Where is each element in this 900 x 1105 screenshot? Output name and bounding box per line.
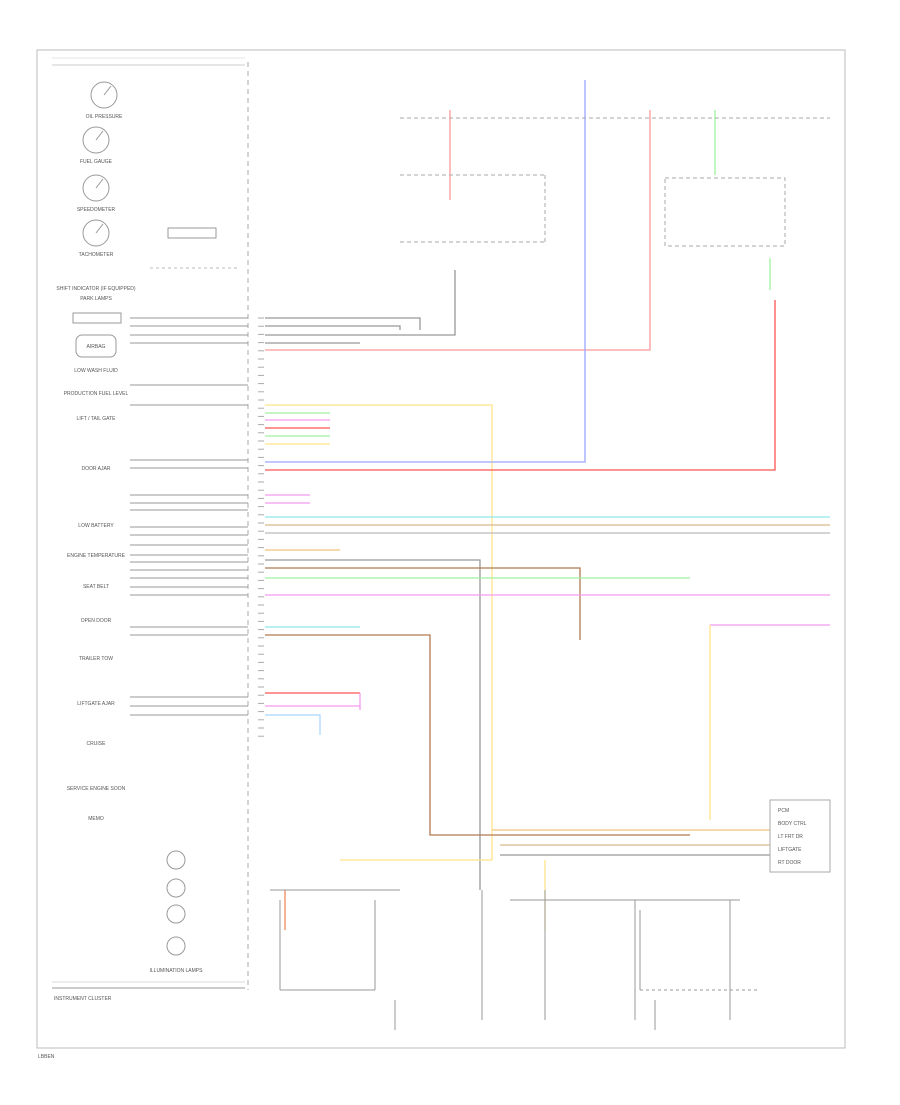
- outer-frame: [36, 49, 846, 1049]
- cluster-item-label: SEAT BELT: [83, 584, 109, 590]
- module-pin-label: LIFTGATE: [778, 847, 802, 853]
- gauge-label: FUEL GAUGE: [80, 159, 113, 165]
- right-module-box: [769, 799, 831, 873]
- gauge-label: SPEEDOMETER: [77, 207, 116, 213]
- module-pin-label: RT DOOR: [778, 860, 801, 866]
- gauge-fuel: FUEL GAUGE: [80, 126, 113, 165]
- gauge-speedometer: SPEEDOMETER: [77, 174, 116, 213]
- wire-pink-top: [265, 110, 651, 351]
- wire-red-main: [265, 300, 776, 471]
- module-pin-label: LT FRT DR: [778, 834, 803, 840]
- module-pin-label: BODY CTRL: [778, 821, 807, 827]
- cluster-item-label: DOOR AJAR: [82, 466, 111, 472]
- right-box-labels: PCM BODY CTRL LT FRT DR LIFTGATE RT DOOR: [778, 808, 807, 866]
- cluster-item-label: CRUISE: [87, 741, 107, 747]
- cluster-item-label: LIFT / TAIL GATE: [77, 416, 117, 422]
- fuse-block-top: [400, 117, 830, 247]
- cluster-item-label: PRODUCTION FUEL LEVEL: [64, 391, 129, 397]
- bottom-switches: [270, 889, 760, 1030]
- gauge-label: TACHOMETER: [79, 252, 114, 258]
- cluster-connector-pins: [258, 317, 264, 737]
- colored-wires: [265, 80, 830, 930]
- shift-display: [167, 227, 217, 239]
- cluster-item-label: SHIFT INDICATOR (IF EQUIPPED): [56, 286, 136, 292]
- cluster-item-label: AIRBAG: [87, 344, 106, 350]
- cluster-item-label: ENGINE TEMPERATURE: [67, 553, 126, 559]
- gray-wires: [130, 317, 248, 716]
- wire-gray-down: [265, 559, 481, 890]
- prndl-box: [72, 312, 122, 324]
- wire-blue-main: [265, 80, 586, 463]
- cluster-item-label: SERVICE ENGINE SOON: [67, 786, 126, 792]
- illumination-caption: ILLUMINATION LAMPS: [150, 968, 204, 974]
- wire-brown-long: [265, 634, 690, 836]
- wire-gray-1: [265, 317, 421, 330]
- cluster-item-label: OPEN DOOR: [81, 618, 112, 624]
- gauge-label: OIL PRESSURE: [86, 114, 123, 120]
- cluster-item-label: LIFTGATE AJAR: [77, 701, 115, 707]
- wire-brown-1: [265, 567, 581, 640]
- cluster-caption: INSTRUMENT CLUSTER: [54, 996, 112, 1002]
- cluster-item-label: TRAILER TOW: [79, 656, 113, 662]
- wire-lightblue-1: [265, 714, 321, 735]
- page-code: LBBEN: [38, 1054, 55, 1060]
- airbag-box: [75, 334, 117, 358]
- gauge-tachometer: TACHOMETER: [79, 219, 114, 258]
- wire-gray-2: [265, 325, 401, 330]
- wire-gray-3: [265, 270, 456, 336]
- cluster-item-label: LOW BATTERY: [78, 523, 114, 529]
- wire-yellow-main: [265, 404, 493, 860]
- module-pin-label: PCM: [778, 808, 789, 814]
- cluster-items: SHIFT INDICATOR (IF EQUIPPED) PARK LAMPS A…: [56, 286, 136, 822]
- cluster-item-label: PARK LAMPS: [80, 296, 112, 302]
- gauge-oil-pressure: OIL PRESSURE: [86, 81, 123, 120]
- cluster-item-label: LOW WASH FLUID: [74, 368, 118, 374]
- illumination-lamps: ILLUMINATION LAMPS: [150, 850, 204, 974]
- cluster-item-label: MEMO: [88, 816, 104, 822]
